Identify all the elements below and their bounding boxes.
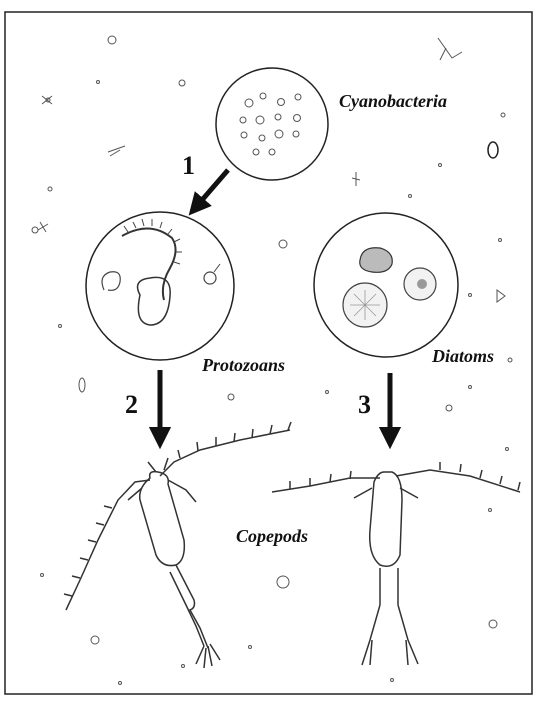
arrow-1: [196, 170, 228, 207]
cyanobacteria-circle: [216, 68, 328, 180]
protozoans-circle: [86, 212, 234, 360]
step-2-label: 2: [125, 390, 138, 419]
label-cyanobacteria: Cyanobacteria: [339, 91, 447, 111]
copepod-right: [272, 462, 520, 665]
label-diatoms: Diatoms: [431, 346, 494, 366]
label-protozoans: Protozoans: [201, 355, 285, 375]
diatoms-circle: [314, 213, 458, 357]
step-3-label: 3: [358, 390, 371, 419]
label-copepods: Copepods: [236, 526, 308, 546]
step-1-label: 1: [182, 151, 195, 180]
